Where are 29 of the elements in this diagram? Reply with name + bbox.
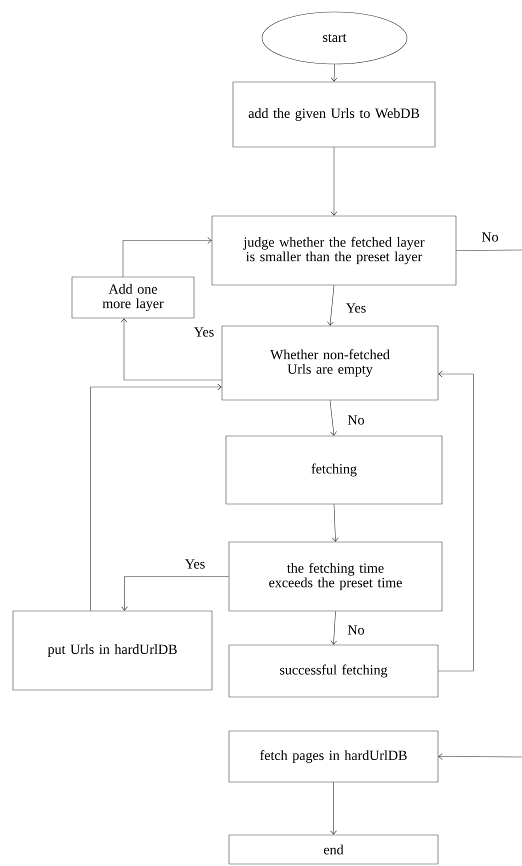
arrow	[90, 384, 222, 611]
arrow	[330, 147, 338, 216]
process-box: put Urls in hardUrlDB	[12, 610, 212, 690]
process-box: fetching	[226, 436, 442, 504]
arrow	[332, 504, 339, 542]
process-box: Whether non-fetched Urls are empty	[222, 326, 438, 400]
process-box: judge whether the fetched layer is smaller than the preset layer	[212, 216, 456, 286]
arrow	[438, 753, 522, 760]
edge-label: No	[346, 414, 366, 426]
process-box: the fetching time exceeds the preset time	[228, 542, 442, 612]
edge-label: Yes	[192, 326, 216, 338]
edge-label: Yes	[184, 558, 206, 570]
arrow	[121, 576, 229, 611]
process-box: add the given Urls to WebDB	[232, 82, 436, 148]
process-box: fetch pages in hardUrlDB	[228, 730, 438, 782]
arrow	[120, 318, 222, 380]
process-box: successful fetching	[228, 644, 438, 698]
arrow	[327, 285, 334, 326]
edge-label: No	[480, 231, 500, 243]
arrow	[330, 611, 338, 645]
arrow	[438, 370, 474, 672]
process-box: Add one more layer	[72, 276, 194, 318]
arrow	[330, 400, 337, 436]
edge-label: No	[346, 624, 366, 636]
edge-label: Yes	[344, 302, 368, 314]
process-box: end	[228, 834, 438, 864]
arrow	[330, 64, 338, 82]
arrow	[330, 782, 337, 835]
arrow	[122, 237, 212, 277]
